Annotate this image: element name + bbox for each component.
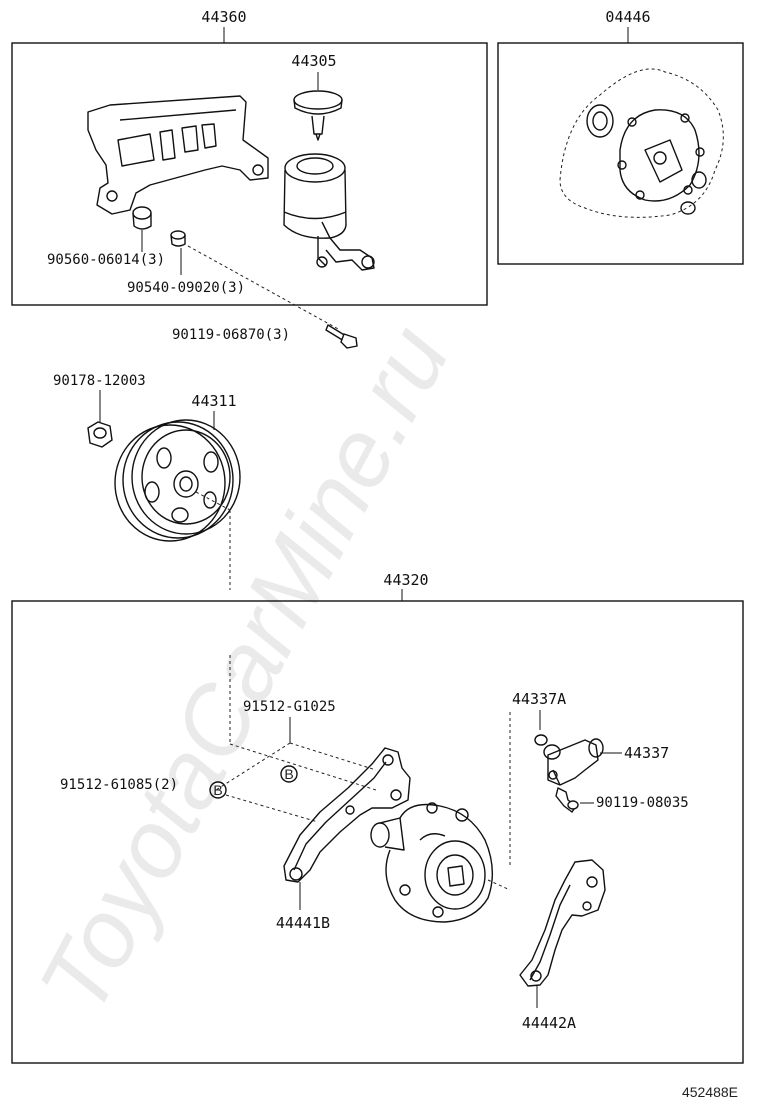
group-44320: 44320 91512-G1025 B B 91512-61085(2): [11, 571, 744, 1064]
label-44442A[interactable]: 44442A: [522, 1014, 576, 1032]
svg-text:B: B: [213, 782, 222, 798]
group-44360: 44360 90560-06014(3) 90540-09020(3): [11, 8, 488, 331]
drawing-code: 452488E: [682, 1084, 738, 1100]
oring-44337A-part: [534, 734, 548, 746]
label-90178-12003[interactable]: 90178-12003: [53, 373, 146, 389]
label-44337[interactable]: 44337: [624, 744, 669, 762]
label-90119-06870[interactable]: 90119-06870(3): [172, 327, 290, 343]
bracket-part: [87, 95, 269, 215]
reservoir-tank-part: [283, 153, 375, 271]
box-44360: [11, 42, 488, 306]
label-44441B[interactable]: 44441B: [276, 914, 330, 932]
group-04446: 04446: [497, 8, 744, 265]
collar-90540-part: [170, 230, 186, 247]
pump-body-part: [370, 802, 493, 923]
label-91512-61085[interactable]: 91512-61085(2): [60, 777, 178, 793]
nut-90178-part: [87, 421, 113, 448]
union-44337-part: [543, 738, 604, 786]
bolt-90119-06870-part: [325, 324, 358, 349]
label-44311[interactable]: 44311: [191, 392, 236, 410]
label-90540-09020[interactable]: 90540-09020(3): [127, 280, 245, 296]
bushing-90560-part: [132, 206, 152, 230]
label-91512-G1025[interactable]: 91512-G1025: [243, 699, 336, 715]
gasket-kit-part: [559, 68, 724, 218]
box-04446: [497, 42, 744, 265]
label-44360[interactable]: 44360: [201, 8, 246, 26]
bracket-44441B-part: [283, 747, 411, 883]
reservoir-cap-part: [293, 90, 343, 141]
label-90560-06014[interactable]: 90560-06014(3): [47, 252, 165, 268]
label-44305[interactable]: 44305: [291, 52, 336, 70]
bracket-44442A-part: [519, 859, 606, 987]
label-90119-08035[interactable]: 90119-08035: [596, 795, 689, 811]
watermark-text: ToyotaCarMine.ru: [19, 309, 470, 1030]
marker-b-upper: B: [280, 765, 298, 783]
bolt-90119-08035-part: [555, 787, 579, 813]
box-44320: [11, 600, 744, 1064]
label-04446[interactable]: 04446: [605, 8, 650, 26]
marker-b-lower: B: [209, 781, 227, 799]
label-44337A[interactable]: 44337A: [512, 690, 566, 708]
svg-text:B: B: [284, 766, 293, 782]
pulley-44311-part: [114, 419, 241, 542]
label-44320[interactable]: 44320: [383, 571, 428, 589]
